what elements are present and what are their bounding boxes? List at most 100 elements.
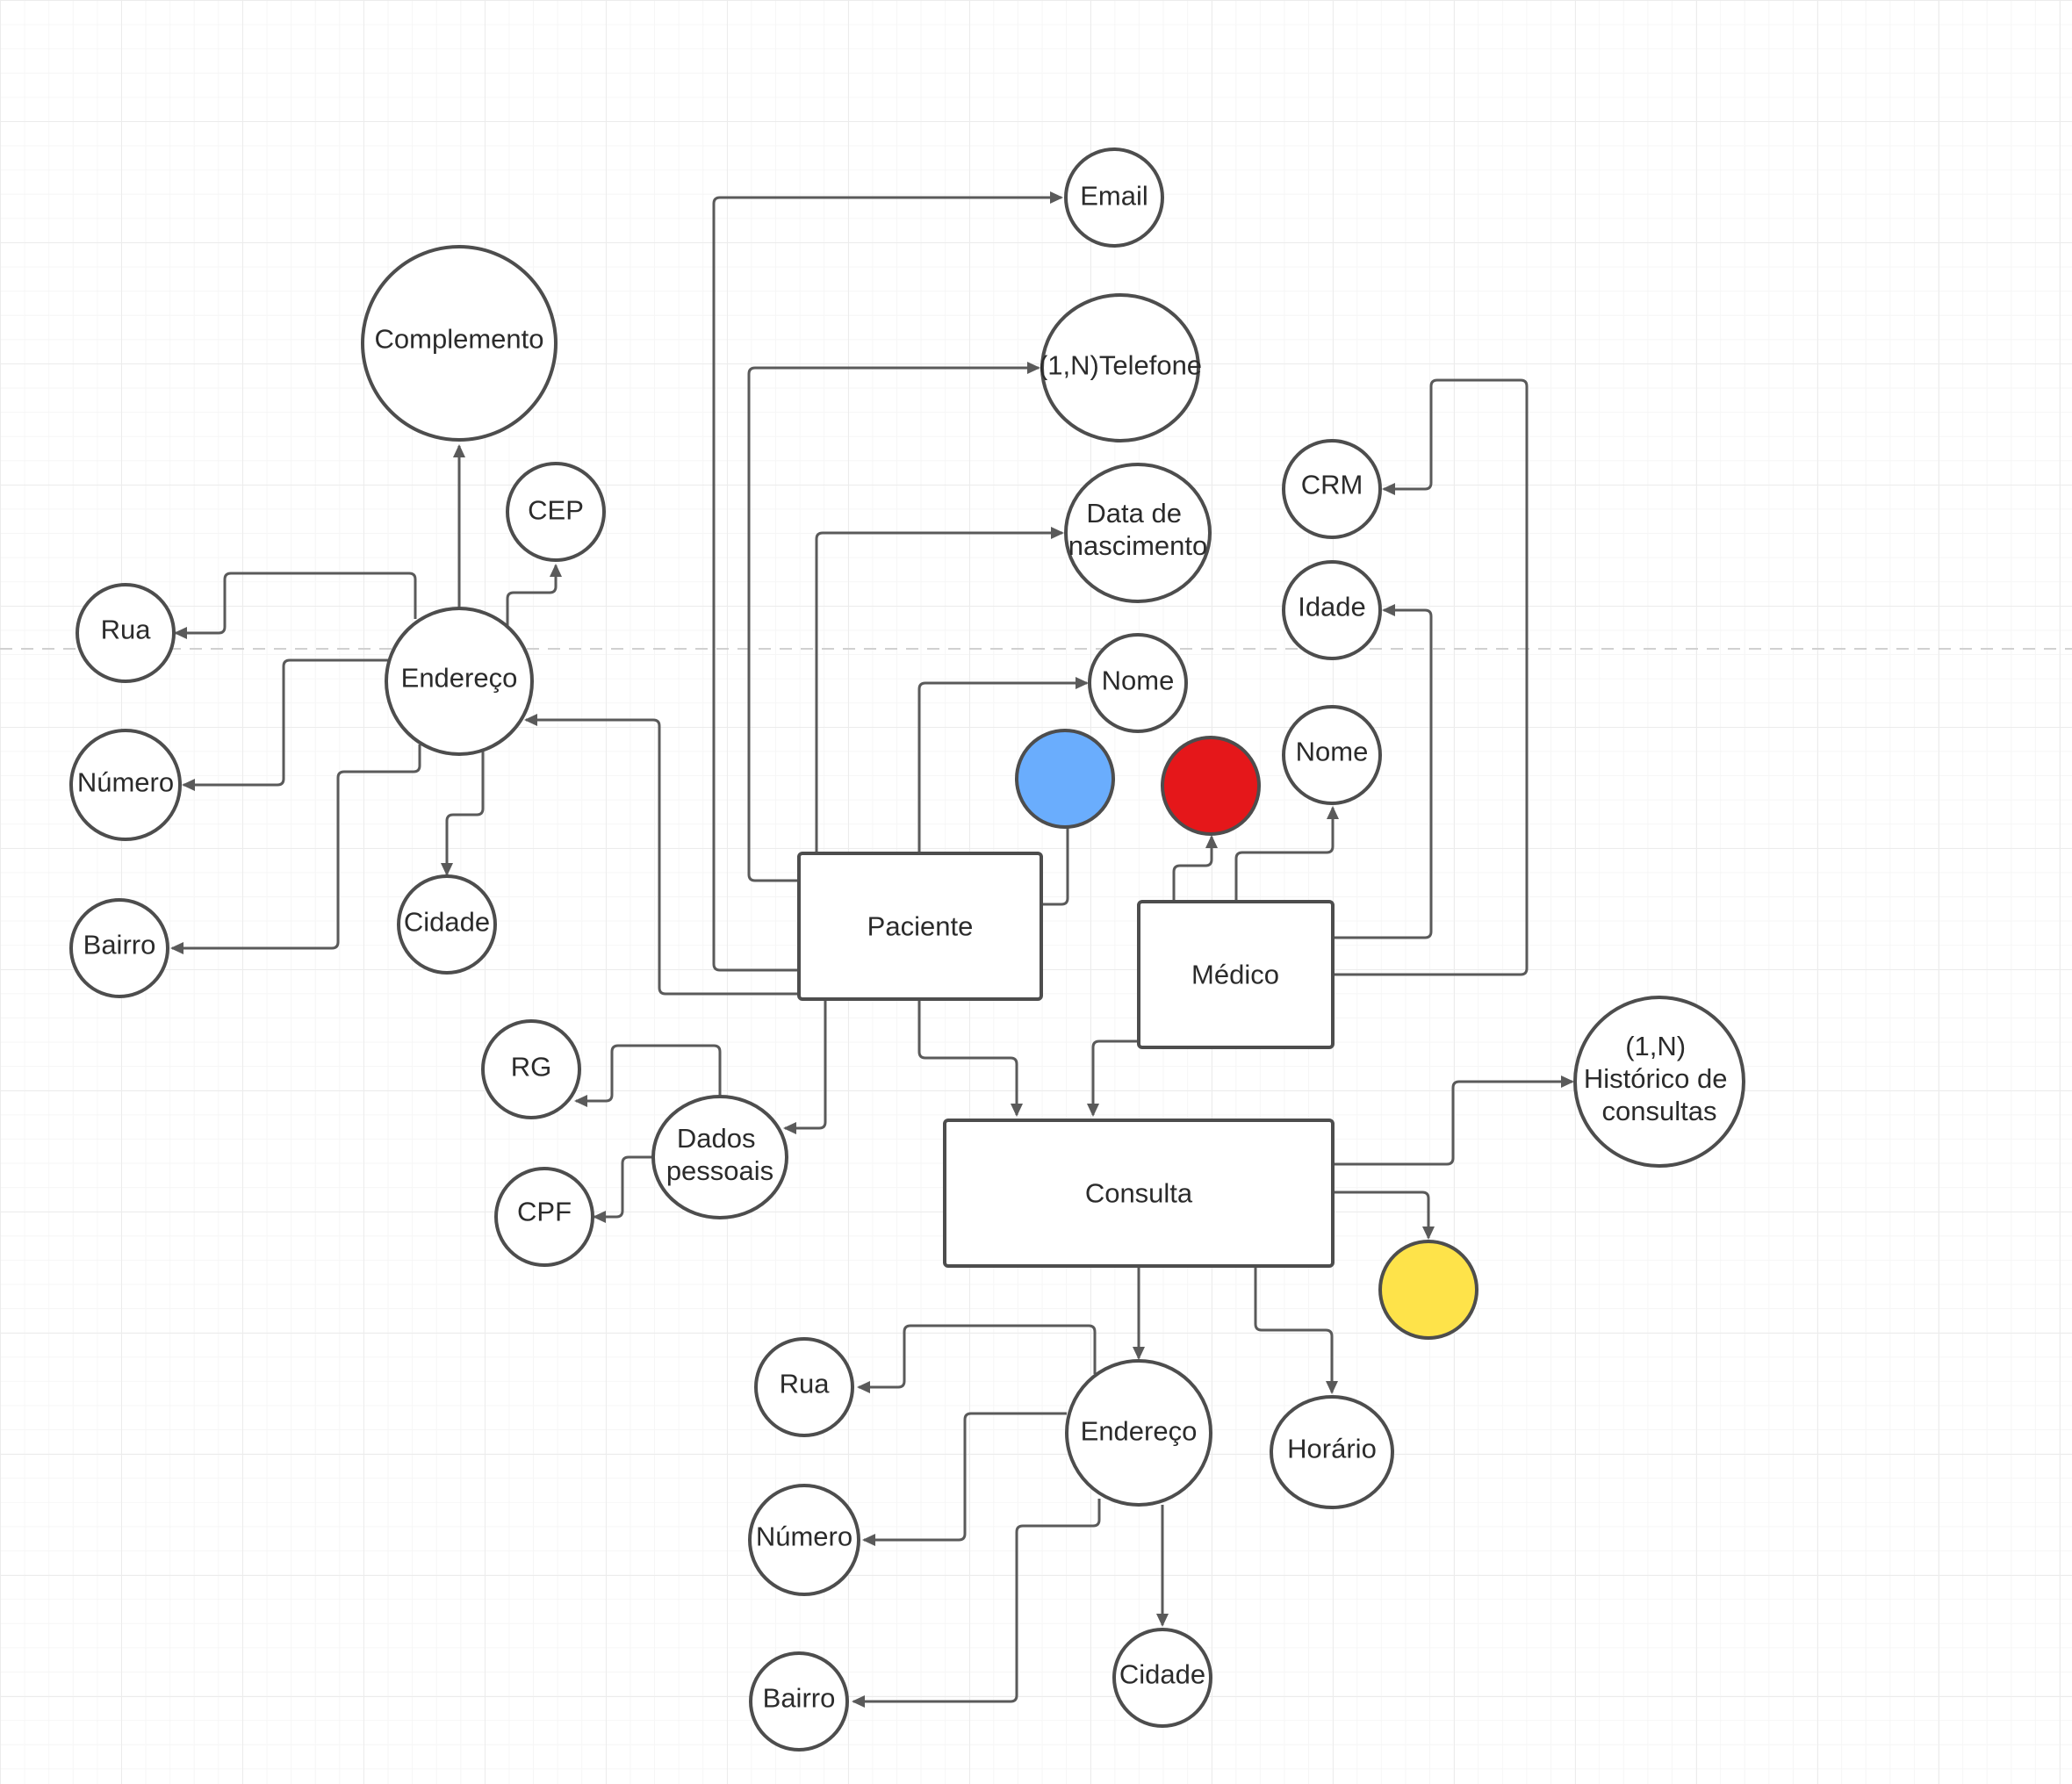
- attribute-email-label: Email: [1080, 181, 1148, 212]
- red-circle-marker[interactable]: [1161, 736, 1261, 836]
- entity-consulta-label: Consulta: [1085, 1178, 1193, 1209]
- attribute-idade-shape[interactable]: [1282, 560, 1382, 660]
- connector-endereco-rua[interactable]: [174, 572, 417, 639]
- attribute-cidade-paciente-shape[interactable]: [397, 874, 497, 975]
- attribute-crm[interactable]: CRM: [1282, 439, 1382, 539]
- attribute-cidade-paciente[interactable]: Cidade: [397, 874, 497, 975]
- attribute-bairro-paciente[interactable]: Bairro: [69, 898, 169, 998]
- attribute-bairro-consulta-label: Bairro: [763, 1683, 836, 1714]
- attribute-cpf-label: CPF: [517, 1197, 572, 1227]
- connector-endereco2-numero[interactable]: [862, 1412, 1067, 1546]
- attribute-dados-pessoais[interactable]: Dados pessoais: [651, 1095, 788, 1219]
- connector-paciente-data-nascimento[interactable]: [815, 527, 1064, 853]
- attribute-cpf-shape[interactable]: [494, 1167, 594, 1267]
- attribute-cep-shape[interactable]: [506, 462, 606, 562]
- connector-dados-cpf[interactable]: [593, 1155, 653, 1223]
- connector-medico-nome[interactable]: [1234, 806, 1339, 902]
- attribute-data-nascimento-line1: Data de: [1086, 498, 1182, 529]
- attribute-cidade-paciente-label: Cidade: [404, 907, 490, 938]
- attribute-crm-label: CRM: [1301, 470, 1363, 500]
- attribute-bairro-paciente-shape[interactable]: [69, 898, 169, 998]
- attribute-telefone-shape[interactable]: [1040, 293, 1200, 442]
- attribute-complemento-shape[interactable]: [361, 245, 558, 442]
- attribute-complemento[interactable]: Complemento: [361, 245, 558, 442]
- attribute-rua-paciente[interactable]: Rua: [76, 583, 176, 683]
- attribute-historico[interactable]: (1,N) Histórico de consultas: [1573, 996, 1745, 1168]
- attribute-crm-shape[interactable]: [1282, 439, 1382, 539]
- attribute-horario-shape[interactable]: [1270, 1395, 1394, 1509]
- attribute-dados-pessoais-shape[interactable]: [651, 1095, 788, 1219]
- entity-medico-box[interactable]: [1137, 900, 1335, 1049]
- attribute-historico-shape[interactable]: [1573, 996, 1745, 1168]
- attribute-dados-pessoais-line1: Dados: [677, 1123, 756, 1154]
- attribute-numero-consulta-shape[interactable]: [748, 1484, 860, 1596]
- connector-medico-idade[interactable]: [1333, 604, 1433, 939]
- blue-circle-marker[interactable]: [1015, 729, 1115, 829]
- attribute-nome-medico-shape[interactable]: [1282, 705, 1382, 805]
- attribute-rua-consulta-shape[interactable]: [754, 1337, 854, 1437]
- attribute-data-nascimento-shape[interactable]: [1064, 463, 1212, 603]
- attribute-numero-paciente[interactable]: Número: [69, 729, 182, 841]
- entity-medico[interactable]: Médico: [1137, 900, 1335, 1049]
- connector-paciente-blue-circle[interactable]: [1041, 787, 1074, 906]
- attribute-endereco-consulta-shape[interactable]: [1065, 1359, 1212, 1507]
- attribute-numero-paciente-shape[interactable]: [69, 729, 182, 841]
- attribute-horario[interactable]: Horário: [1270, 1395, 1394, 1509]
- connector-medico-crm[interactable]: [1333, 378, 1529, 976]
- attribute-email-shape[interactable]: [1064, 147, 1164, 248]
- entity-paciente-box[interactable]: [797, 852, 1043, 1001]
- attribute-dados-pessoais-label: Dados pessoais: [666, 1123, 773, 1186]
- entity-paciente[interactable]: Paciente: [797, 852, 1043, 1001]
- attribute-rua-paciente-shape[interactable]: [76, 583, 176, 683]
- attribute-endereco-paciente[interactable]: Endereço: [385, 607, 534, 756]
- attribute-numero-consulta[interactable]: Número: [748, 1484, 860, 1596]
- connector-paciente-email[interactable]: [712, 191, 1063, 972]
- connector-dados-rg[interactable]: [574, 1044, 722, 1107]
- connectors: [170, 191, 1574, 1708]
- attribute-rg-shape[interactable]: [481, 1019, 581, 1119]
- connector-endereco2-bairro[interactable]: [852, 1499, 1101, 1708]
- connector-endereco2-rua[interactable]: [857, 1324, 1097, 1393]
- attribute-complemento-label: Complemento: [375, 324, 544, 355]
- connector-paciente-dados-pessoais[interactable]: [783, 999, 827, 1134]
- attribute-endereco-paciente-shape[interactable]: [385, 607, 534, 756]
- attribute-endereco-consulta[interactable]: Endereço: [1065, 1359, 1212, 1507]
- attribute-cpf[interactable]: CPF: [494, 1167, 594, 1267]
- entity-consulta-box[interactable]: [943, 1119, 1335, 1268]
- attribute-data-nascimento[interactable]: Data de nascimento: [1064, 463, 1212, 603]
- attribute-bairro-consulta-shape[interactable]: [749, 1651, 849, 1752]
- attribute-cidade-consulta[interactable]: Cidade: [1112, 1628, 1212, 1728]
- attribute-bairro-consulta[interactable]: Bairro: [749, 1651, 849, 1752]
- attribute-email[interactable]: Email: [1064, 147, 1164, 248]
- connector-paciente-consulta[interactable]: [917, 999, 1023, 1117]
- connector-endereco-numero[interactable]: [182, 658, 389, 791]
- attribute-rua-consulta[interactable]: Rua: [754, 1337, 854, 1437]
- entity-consulta[interactable]: Consulta: [943, 1119, 1335, 1268]
- attribute-historico-line2: Histórico de: [1584, 1063, 1728, 1094]
- connector-medico-red-circle[interactable]: [1172, 835, 1218, 902]
- attribute-idade[interactable]: Idade: [1282, 560, 1382, 660]
- connector-endereco-bairro[interactable]: [170, 745, 421, 954]
- attribute-nome-medico[interactable]: Nome: [1282, 705, 1382, 805]
- attribute-cep-label: CEP: [528, 495, 584, 526]
- attribute-data-nascimento-line2: nascimento: [1068, 530, 1208, 561]
- connector-endereco-cidade[interactable]: [441, 752, 485, 876]
- connector-medico-consulta[interactable]: [1087, 1039, 1139, 1117]
- attribute-cep[interactable]: CEP: [506, 462, 606, 562]
- attribute-rg[interactable]: RG: [481, 1019, 581, 1119]
- connector-consulta-horario[interactable]: [1254, 1266, 1338, 1394]
- attribute-idade-label: Idade: [1298, 592, 1366, 622]
- connector-consulta-yellow-circle[interactable]: [1333, 1191, 1435, 1240]
- connector-paciente-telefone[interactable]: [747, 362, 1040, 882]
- attribute-cidade-consulta-shape[interactable]: [1112, 1628, 1212, 1728]
- connector-endereco-cep[interactable]: [506, 564, 562, 626]
- attribute-nome-paciente-shape[interactable]: [1088, 633, 1188, 733]
- connector-consulta-historico[interactable]: [1333, 1075, 1574, 1166]
- attribute-nome-paciente[interactable]: Nome: [1088, 633, 1188, 733]
- attribute-telefone[interactable]: (1,N)Telefone: [1039, 293, 1202, 442]
- connector-paciente-endereco[interactable]: [524, 714, 799, 996]
- attribute-cidade-consulta-label: Cidade: [1119, 1659, 1205, 1690]
- connector-paciente-nome[interactable]: [917, 677, 1089, 853]
- yellow-circle-marker[interactable]: [1378, 1240, 1478, 1340]
